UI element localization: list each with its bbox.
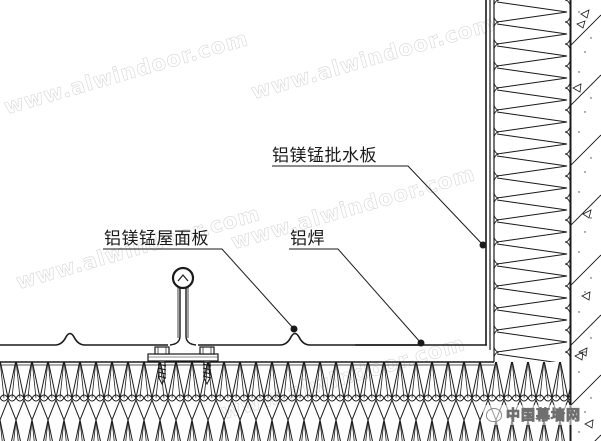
roof-panel-label: 铝镁锰屋面板 — [104, 229, 209, 249]
roof-panel-marker-dot — [290, 325, 298, 333]
weld-label: 铝焊 — [290, 229, 325, 249]
brand-logo: 中国幕墙网 — [483, 405, 584, 425]
flashing-plate — [355, 0, 491, 350]
weld-marker-dot — [417, 339, 425, 347]
leader-lines — [103, 165, 487, 347]
flashing-marker-dot — [479, 241, 487, 249]
seam-clip-support — [147, 266, 219, 362]
roof-panel — [0, 332, 420, 346]
wall-insulation-layer — [493, 0, 571, 441]
concrete-wall — [570, 0, 601, 441]
roof-insulation-layer — [0, 361, 570, 441]
brand-logo-text: 中国幕墙网 — [506, 408, 581, 425]
chat-bubble-icon — [486, 408, 502, 422]
flashing-label: 铝镁锰批水板 — [272, 146, 377, 166]
